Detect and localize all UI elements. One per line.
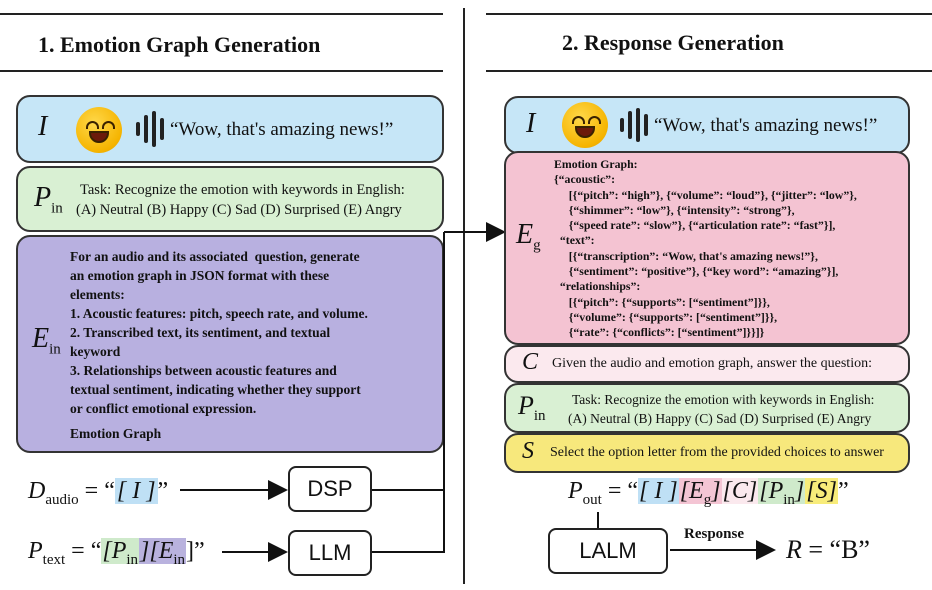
mid-rule-left [0,70,443,72]
center-divider [463,8,465,584]
p-in-symbol: Pin [34,182,63,217]
lalm-box: LALM [548,528,668,574]
instruction-text: For an audio and its associated question… [70,249,368,416]
prompt-text-right: Task: Recognize the emotion with keyword… [568,392,875,426]
e-g-symbol: Eg [516,219,541,254]
select-box: S Select the option letter from the prov… [504,433,910,473]
c-symbol: C [522,349,539,375]
input-symbol-right: I [526,108,536,139]
p-text-equation: Ptext = “[Pin][Ein]” [28,538,205,568]
input-box-left: I “Wow, that's amazing news!” [16,95,444,163]
smiley-face-icon-right [562,102,608,148]
arrow-llm-out [372,490,445,553]
result-equation: R = “B” [786,535,870,564]
s-symbol: S [522,438,534,464]
d-audio-equation: Daudio = “[ I ]” [28,478,169,508]
top-rule-right [486,13,932,15]
p-in-symbol-right: Pin [518,391,546,425]
top-rule-left [0,13,443,15]
prompt-box-right: Pin Task: Recognize the emotion with key… [504,383,910,433]
arrow-dsp-out [372,232,445,491]
left-title: 1. Emotion Graph Generation [38,32,321,57]
mid-rule-right [486,70,932,72]
emotion-graph-json: Emotion Graph: {“acoustic”: [{“pitch”: “… [554,157,857,340]
audio-wave-icon-right [620,108,648,142]
emotion-graph-label: Emotion Graph [70,426,162,441]
input-symbol: I [38,111,48,142]
context-box: C Given the audio and emotion graph, ans… [504,345,910,383]
p-out-equation: Pout = “[ I ][Eg][C][Pin][S]” [568,478,849,508]
input-quote-right: “Wow, that's amazing news!” [654,115,878,136]
dsp-box: DSP [288,466,372,512]
llm-box: LLM [288,530,372,576]
context-text: Given the audio and emotion graph, answe… [552,356,872,371]
prompt-text-left: Task: Recognize the emotion with keyword… [76,182,405,218]
smiley-face-icon [76,107,122,153]
instruction-box: Ein For an audio and its associated ques… [16,235,444,453]
input-highlight: [ I ] [114,478,158,504]
audio-wave-icon [136,111,164,147]
prompt-box-left: Pin Task: Recognize the emotion with key… [16,166,444,232]
emotion-graph-box: Eg Emotion Graph: {“acoustic”: [{“pitch”… [504,151,910,345]
right-title: 2. Response Generation [562,30,784,55]
response-label: Response [684,526,745,542]
input-box-right: I “Wow, that's amazing news!” [504,96,910,154]
e-in-symbol: Ein [32,323,61,358]
input-quote: “Wow, that's amazing news!” [170,119,394,140]
select-text: Select the option letter from the provid… [550,445,884,460]
